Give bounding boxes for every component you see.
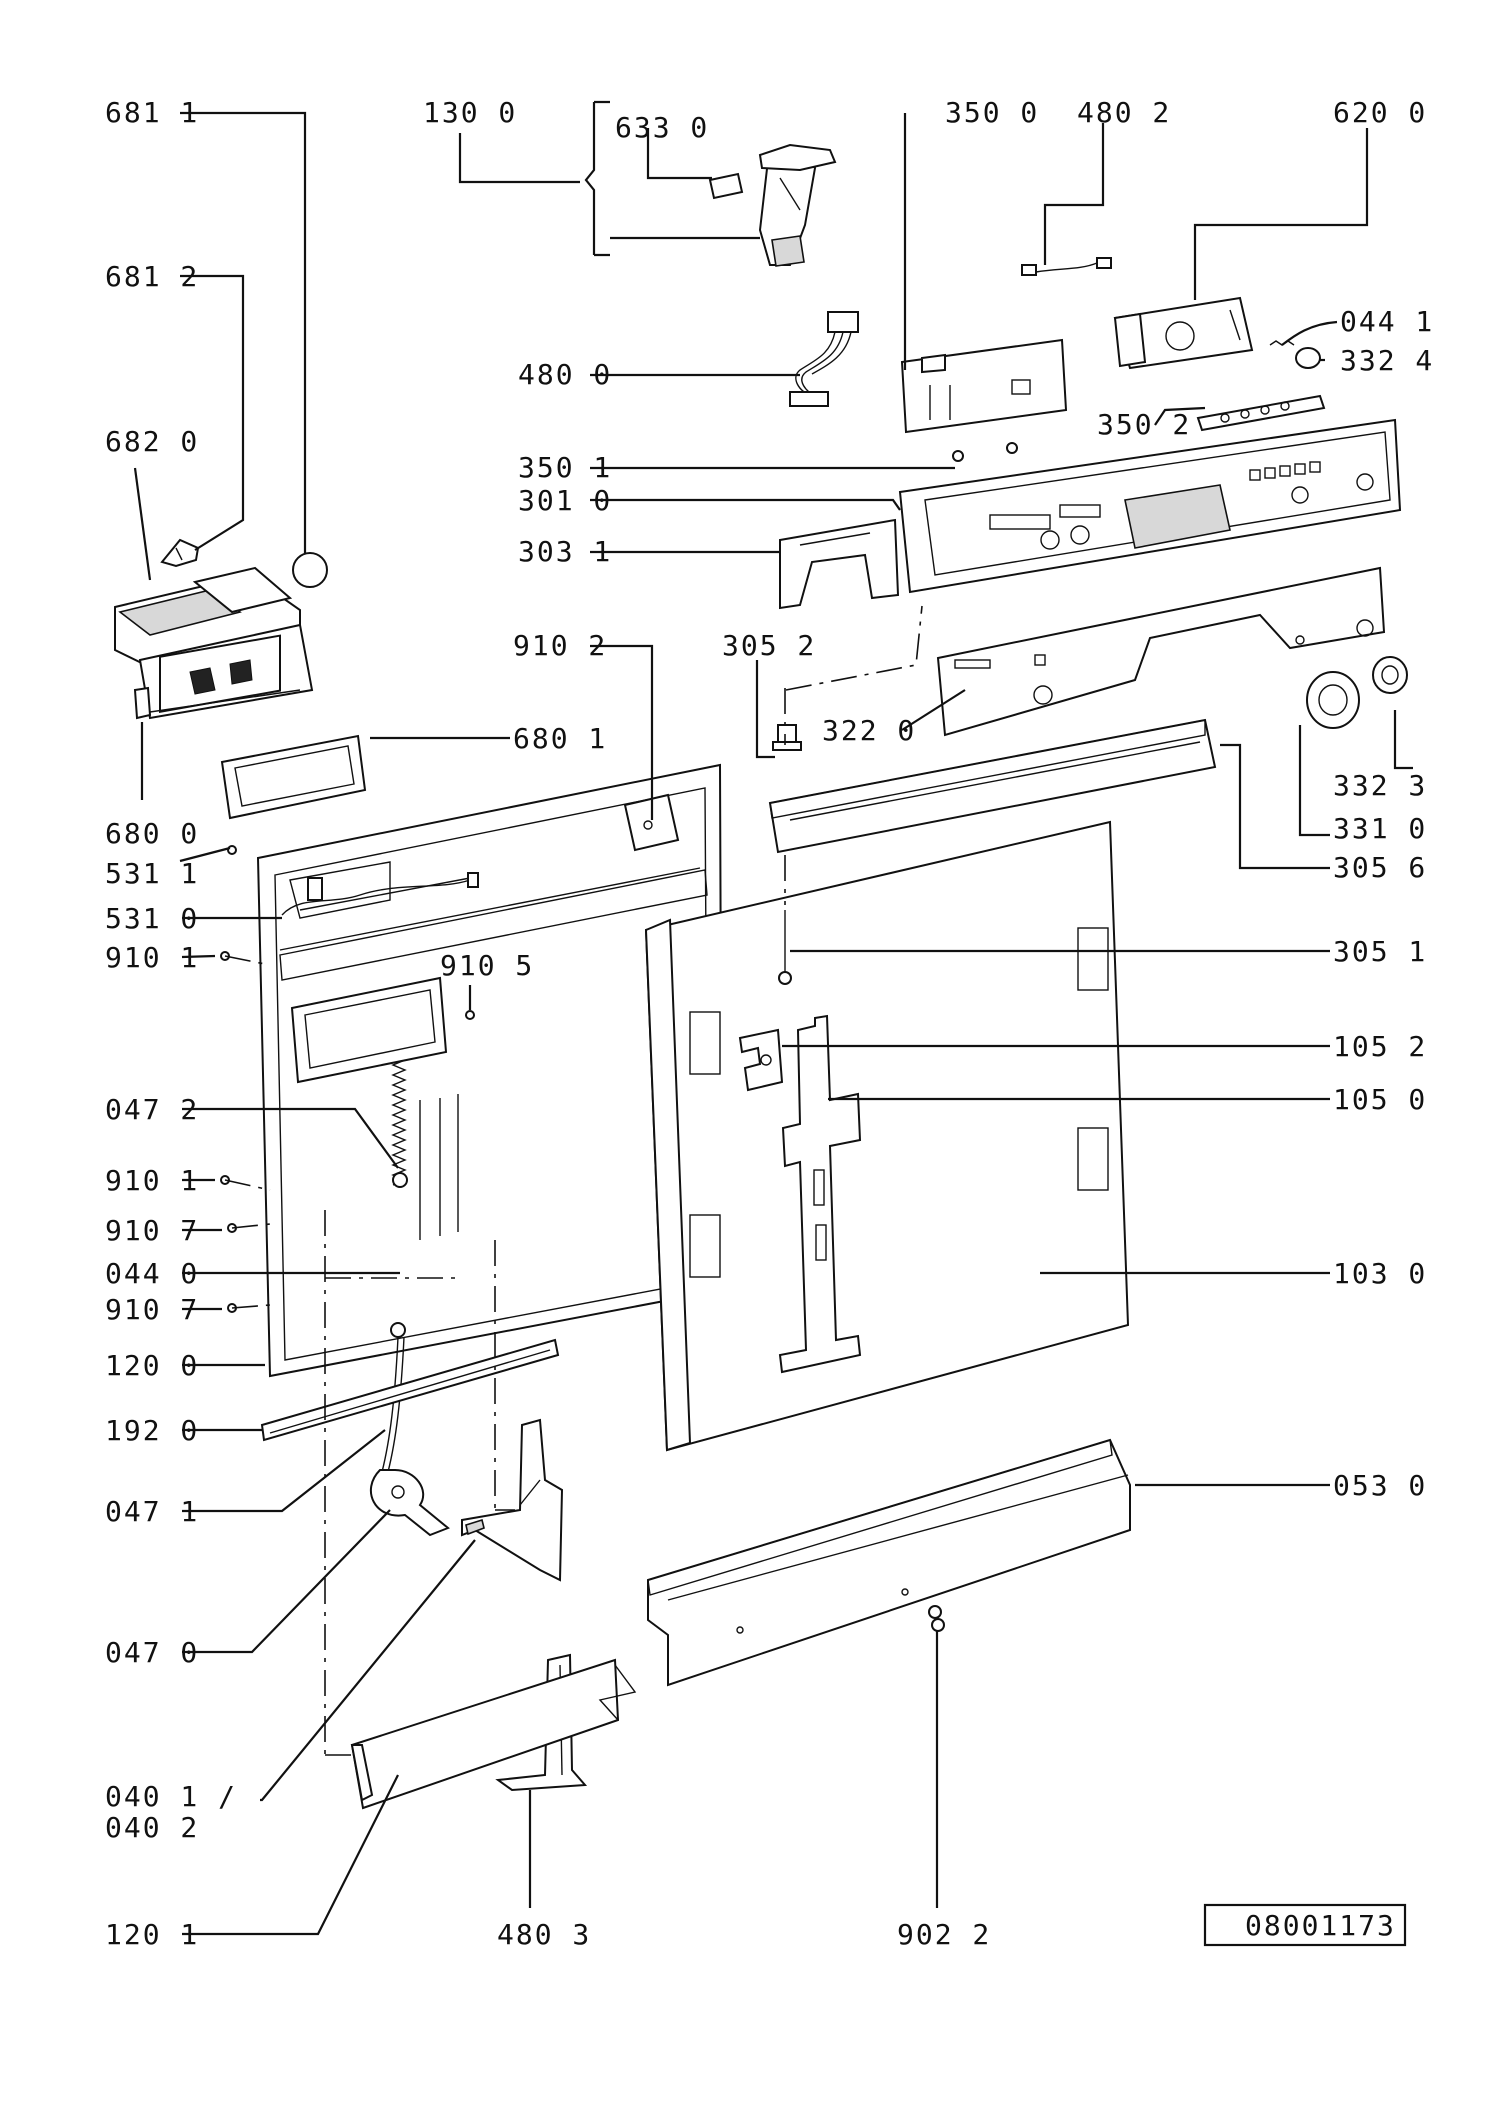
label-040-1: 040 1 / bbox=[105, 1780, 237, 1813]
part-120-1-strip bbox=[350, 1658, 637, 1810]
label-681-1: 681 1 bbox=[105, 96, 199, 129]
part-322-0-fascia bbox=[936, 566, 1386, 737]
part-044-1-spring bbox=[1269, 340, 1321, 369]
label-350-2: 350 2 bbox=[1097, 408, 1191, 441]
label-305-6: 305 6 bbox=[1333, 851, 1427, 884]
label-130-0: 130 0 bbox=[423, 96, 517, 129]
part-305-6-rail bbox=[768, 718, 1217, 854]
label-332-4: 332 4 bbox=[1340, 344, 1434, 377]
part-902-2-screw bbox=[928, 1605, 945, 1632]
part-105-2-clip bbox=[738, 1028, 784, 1092]
part-350-1-screws bbox=[952, 442, 1018, 462]
label-047-0: 047 0 bbox=[105, 1636, 199, 1669]
part-305-1-pin bbox=[778, 910, 792, 985]
label-633-0: 633 0 bbox=[615, 111, 709, 144]
part-301-0-control-panel bbox=[898, 418, 1402, 594]
label-040-2: 040 2 bbox=[105, 1811, 199, 1844]
label-105-2: 105 2 bbox=[1333, 1030, 1427, 1063]
label-910-1a: 910 1 bbox=[105, 941, 199, 974]
part-053-0-kickplate bbox=[647, 1438, 1131, 1687]
label-303-1: 303 1 bbox=[518, 535, 612, 568]
part-332-3-cap bbox=[1372, 656, 1408, 694]
label-047-1: 047 1 bbox=[105, 1495, 199, 1528]
part-305-2-fitting bbox=[772, 724, 802, 751]
label-682-0: 682 0 bbox=[105, 425, 199, 458]
label-305-2: 305 2 bbox=[722, 629, 816, 662]
drawing-number: 08001173 bbox=[1245, 1909, 1396, 1942]
drawing-number-box bbox=[1203, 1903, 1407, 1947]
part-303-1-bracket bbox=[779, 518, 900, 610]
part-910-2-latch bbox=[623, 793, 680, 852]
part-350-2-strip bbox=[1196, 394, 1326, 432]
label-047-2: 047 2 bbox=[105, 1093, 199, 1126]
label-910-5: 910 5 bbox=[440, 949, 534, 982]
label-350-1: 350 1 bbox=[518, 451, 612, 484]
label-910-7b: 910 7 bbox=[105, 1293, 199, 1326]
label-105-0: 105 0 bbox=[1333, 1083, 1427, 1116]
part-labels: 681 1 681 2 682 0 680 0 531 1 531 0 910 … bbox=[105, 96, 1434, 1951]
leader-lines bbox=[133, 100, 1413, 1936]
part-680-0-dispenser bbox=[114, 566, 314, 720]
label-902-2: 902 2 bbox=[897, 1918, 991, 1951]
label-120-0: 120 0 bbox=[105, 1349, 199, 1382]
label-910-7a: 910 7 bbox=[105, 1214, 199, 1247]
label-681-2: 681 2 bbox=[105, 260, 199, 293]
label-531-0: 531 0 bbox=[105, 902, 199, 935]
part-620-0-module bbox=[1113, 296, 1254, 370]
label-331-0: 331 0 bbox=[1333, 812, 1427, 845]
part-047-0-pulley bbox=[369, 1469, 450, 1537]
label-531-1: 531 1 bbox=[105, 857, 199, 890]
label-480-3: 480 3 bbox=[497, 1918, 591, 1951]
label-910-1b: 910 1 bbox=[105, 1164, 199, 1197]
label-620-0: 620 0 bbox=[1333, 96, 1427, 129]
label-120-1: 120 1 bbox=[105, 1918, 199, 1951]
part-120-0-inner-panel bbox=[256, 763, 724, 1378]
label-044-0: 044 0 bbox=[105, 1257, 199, 1290]
part-480-2-cable bbox=[1021, 257, 1112, 276]
label-480-0: 480 0 bbox=[518, 358, 612, 391]
label-192-0: 192 0 bbox=[105, 1414, 199, 1447]
part-480-0-wiring bbox=[789, 311, 859, 407]
part-130-0-hinge bbox=[708, 143, 837, 267]
label-350-0: 350 0 bbox=[945, 96, 1039, 129]
label-480-2: 480 2 bbox=[1077, 96, 1171, 129]
part-040-1-bracket bbox=[461, 1418, 564, 1582]
part-192-0-strip bbox=[260, 1338, 560, 1442]
part-350-0-board bbox=[900, 338, 1068, 434]
label-103-0: 103 0 bbox=[1333, 1257, 1427, 1290]
label-044-1: 044 1 bbox=[1340, 305, 1434, 338]
label-322-0: 322 0 bbox=[822, 714, 916, 747]
assembly-centerlines bbox=[224, 605, 923, 1756]
part-531-0-wire bbox=[281, 872, 479, 916]
label-680-1: 680 1 bbox=[513, 722, 607, 755]
label-305-1: 305 1 bbox=[1333, 935, 1427, 968]
label-332-3: 332 3 bbox=[1333, 769, 1427, 802]
label-680-0: 680 0 bbox=[105, 817, 199, 850]
part-331-0-knob bbox=[1306, 671, 1360, 729]
part-681-1 bbox=[292, 552, 328, 588]
part-680-1-gasket bbox=[220, 734, 367, 820]
label-053-0: 053 0 bbox=[1333, 1469, 1427, 1502]
label-301-0: 301 0 bbox=[518, 484, 612, 517]
part-681-2 bbox=[160, 538, 200, 568]
part-103-0-outer-door bbox=[644, 820, 1130, 1452]
label-910-2: 910 2 bbox=[513, 629, 607, 662]
part-105-0-bracket bbox=[778, 1014, 862, 1374]
